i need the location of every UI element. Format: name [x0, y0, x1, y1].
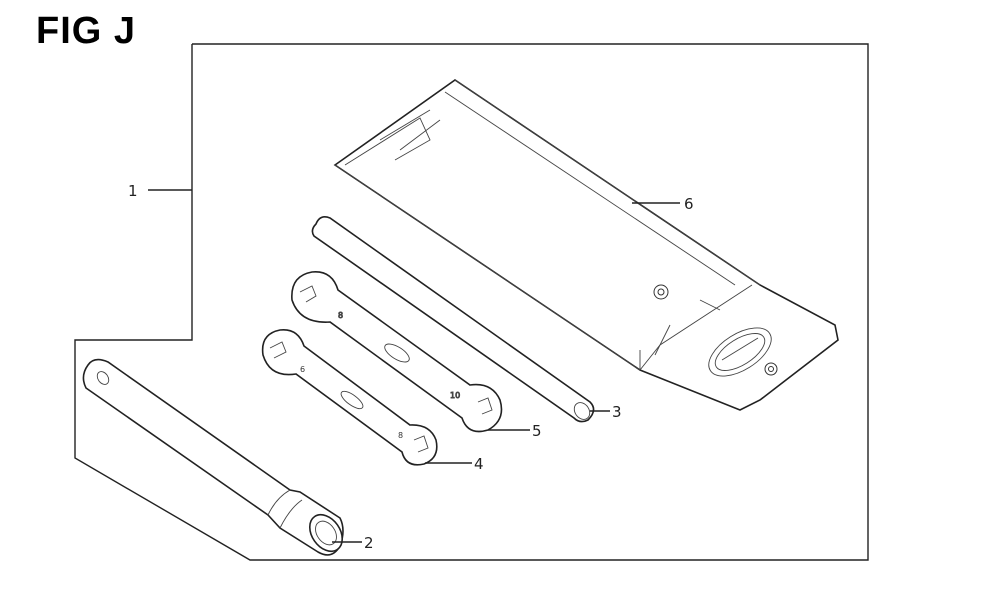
- assembly-boundary: [74, 43, 869, 561]
- svg-text:10: 10: [450, 391, 460, 400]
- bar[interactable]: [311, 216, 595, 423]
- svg-text:6: 6: [300, 365, 305, 374]
- brand-logo-icon: [708, 327, 772, 377]
- callout-5-label[interactable]: 5: [532, 422, 542, 440]
- callout-1-label[interactable]: 1: [128, 182, 138, 200]
- callout-3-label[interactable]: 3: [612, 403, 622, 421]
- svg-text:8: 8: [338, 311, 343, 320]
- figure-title: FIG J: [36, 10, 137, 52]
- callout-2-label[interactable]: 2: [364, 534, 374, 552]
- svg-text:8: 8: [398, 431, 403, 440]
- rivet-icon: [764, 362, 778, 376]
- tool-pouch[interactable]: [333, 79, 839, 411]
- spark-plug-wrench[interactable]: [82, 358, 349, 558]
- callout-6-label[interactable]: 6: [684, 195, 694, 213]
- snap-button-icon: [653, 284, 669, 300]
- small-wrench[interactable]: 6 8: [261, 329, 438, 466]
- callout-4-label[interactable]: 4: [474, 455, 484, 473]
- large-wrench[interactable]: 8 10: [291, 271, 503, 433]
